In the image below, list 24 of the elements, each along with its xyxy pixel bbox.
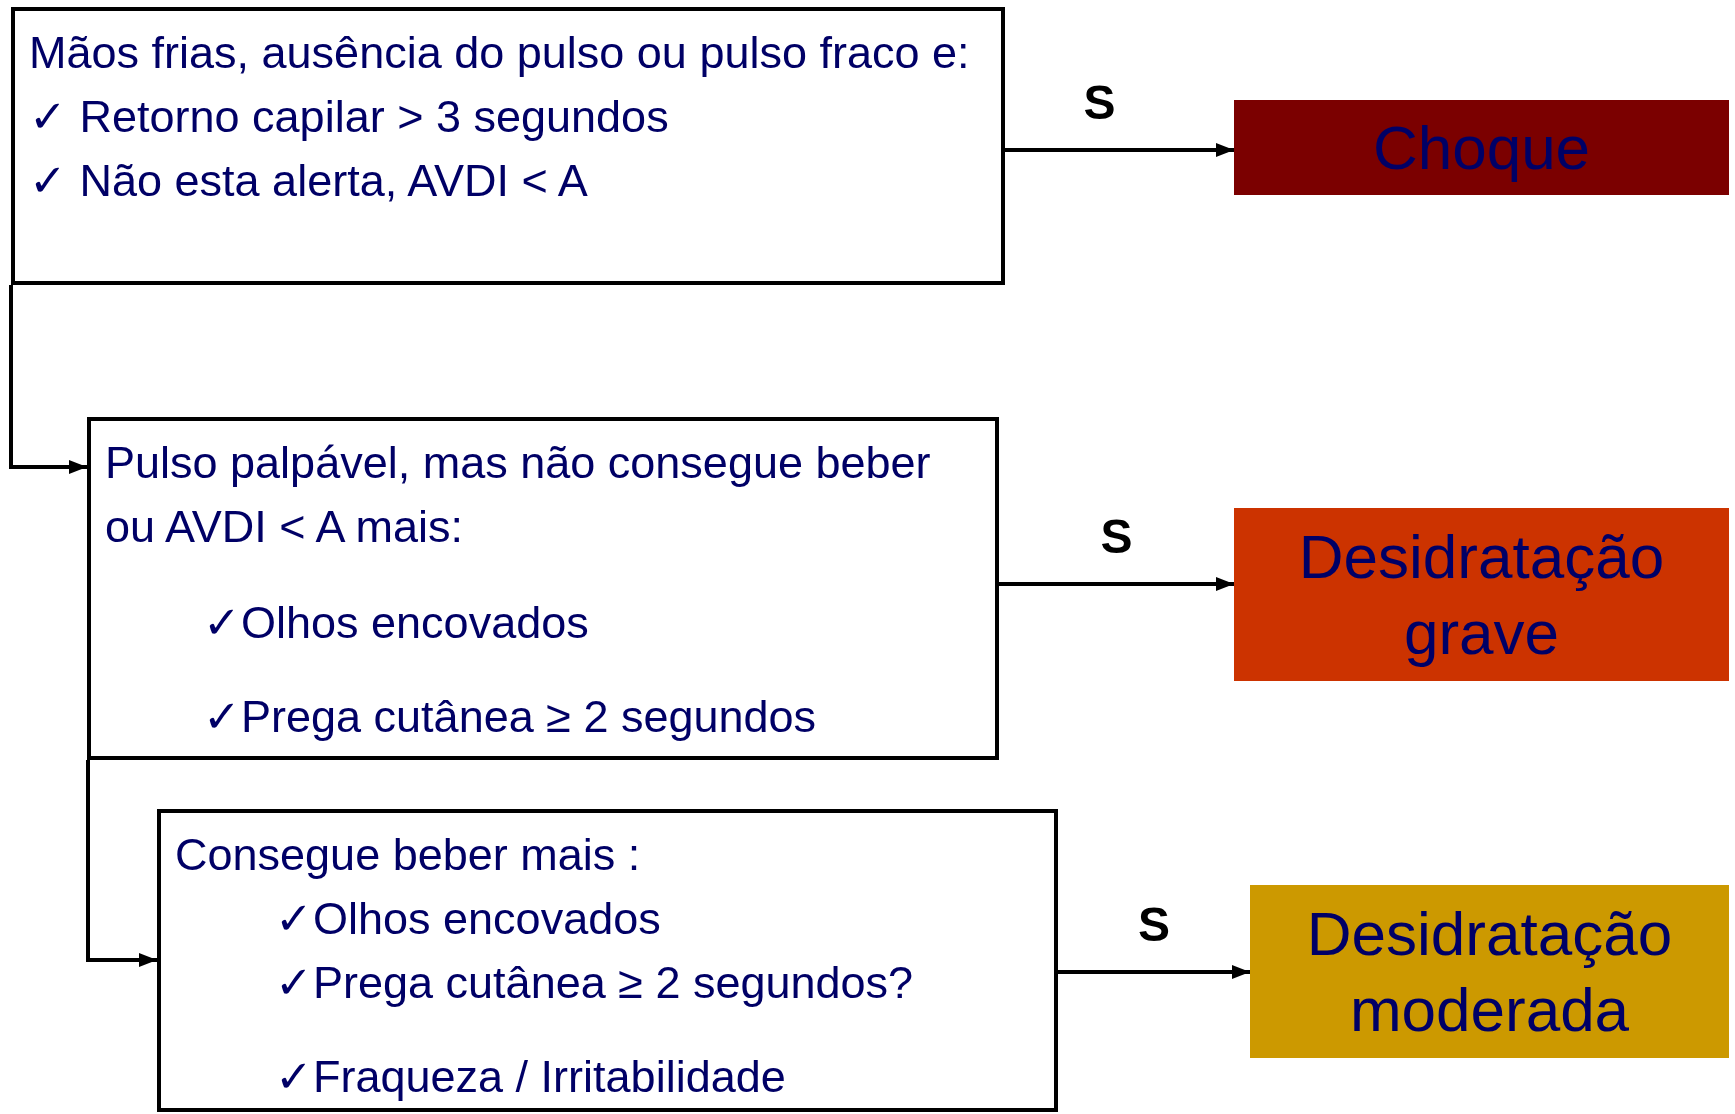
result-text: Choque xyxy=(1371,111,1592,184)
condition-text: ✓Olhos encovados xyxy=(203,596,590,650)
arrow xyxy=(86,760,157,967)
condition-text: ✓Olhos encovados xyxy=(275,892,662,946)
condition-text: ✓ Não esta alerta, AVDI < A xyxy=(29,154,589,208)
result-box xyxy=(1250,885,1729,1058)
arrow xyxy=(1005,143,1234,157)
arrow xyxy=(9,285,87,474)
condition-text: Pulso palpável, mas não consegue beber ou AVDI < A mais: xyxy=(105,436,932,554)
arrow xyxy=(999,577,1234,591)
result-text: Desidratação grave xyxy=(1297,520,1666,669)
process-box xyxy=(87,417,999,760)
process-box xyxy=(11,7,1005,285)
condition-text: ✓Prega cutânea ≥ 2 segundos xyxy=(203,690,818,744)
condition-text: ✓ Retorno capilar > 3 segundos xyxy=(29,90,670,144)
result-text: Desidratação moderada xyxy=(1305,897,1674,1046)
condition-text: Mãos frias, ausência do pulso ou pulso fraco e: xyxy=(29,26,971,80)
condition-text: Consegue beber mais : xyxy=(175,828,642,882)
result-box xyxy=(1234,100,1729,195)
condition-text: ✓Prega cutânea ≥ 2 segundos? xyxy=(275,956,915,1010)
result-box xyxy=(1234,508,1729,681)
arrow xyxy=(1058,965,1250,979)
condition-text: ✓Fraqueza / Irritabilidade xyxy=(275,1050,787,1104)
process-box xyxy=(157,809,1058,1112)
